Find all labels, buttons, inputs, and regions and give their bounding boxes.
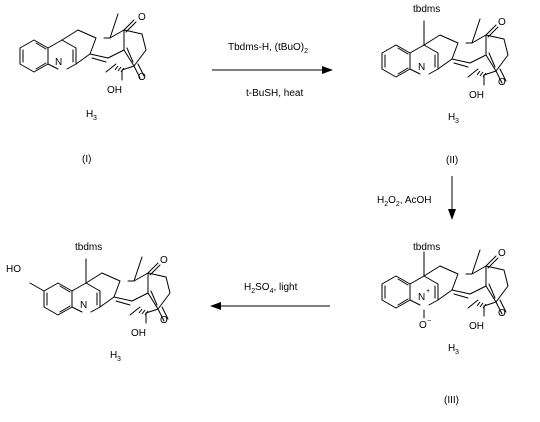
atom-n-ring-ii: N bbox=[418, 62, 425, 73]
atom-n-ring-product: N bbox=[80, 300, 87, 311]
atom-sub-ii: 3 bbox=[455, 118, 459, 125]
arrow-head-1 bbox=[322, 66, 333, 74]
atom-h-i: H bbox=[86, 109, 93, 120]
atom-o-ketone-iii: O bbox=[498, 308, 506, 319]
n-oxide-charge-minus: − bbox=[427, 318, 431, 325]
atom-h-ii: H bbox=[448, 112, 455, 123]
atom-o-ketone-ii: O bbox=[498, 77, 506, 88]
atom-o-carbonyl-i: O bbox=[138, 12, 146, 23]
atom-o-ketone-product: O bbox=[160, 315, 168, 326]
arrow-head-3 bbox=[210, 302, 221, 310]
atom-h-iii: H bbox=[448, 343, 455, 354]
reagent-step2: H2O2, AcOH bbox=[377, 195, 432, 208]
reagent-step1-line2: t-BuSH, heat bbox=[246, 88, 303, 99]
atom-o-ketone-i: O bbox=[138, 72, 146, 83]
tbdms-label-ii: tbdms bbox=[413, 4, 440, 15]
atom-sub-product: 3 bbox=[117, 356, 121, 363]
atom-oh-ii: OH bbox=[469, 90, 484, 101]
atom-o-oxide-iii: O bbox=[419, 320, 427, 331]
compound-iii-structure bbox=[381, 249, 509, 319]
compound-label-iii: (III) bbox=[444, 395, 459, 406]
reagent-step3: H2SO4, light bbox=[244, 282, 298, 295]
atom-h-product: H bbox=[110, 350, 117, 361]
atom-o-carbonyl-iii: O bbox=[498, 248, 506, 259]
atom-ho-product: HO bbox=[6, 264, 21, 275]
reagent-step1-line1: Tbdms-H, (tBuO)2 bbox=[228, 42, 308, 55]
atom-o-carbonyl-product: O bbox=[160, 255, 168, 266]
atom-sub-i: 3 bbox=[93, 115, 97, 122]
atom-oh-i: OH bbox=[107, 85, 122, 96]
arrow-head-2 bbox=[448, 209, 456, 220]
tbdms-label-iii: tbdms bbox=[413, 242, 440, 253]
atom-n-ring-iii: N bbox=[418, 292, 425, 303]
atom-oh-iii: OH bbox=[469, 321, 484, 332]
compound-ii-structure bbox=[381, 18, 509, 86]
atom-n-ring-i: N bbox=[55, 57, 62, 68]
atom-oh-product: OH bbox=[131, 328, 146, 339]
n-oxide-charge-plus: + bbox=[426, 288, 430, 295]
atom-o-carbonyl-ii: O bbox=[498, 17, 506, 28]
compound-i-structure bbox=[19, 13, 147, 81]
compound-label-ii: (II) bbox=[446, 155, 458, 166]
tbdms-label-product: tbdms bbox=[75, 242, 102, 253]
product-structure bbox=[29, 256, 171, 324]
compound-label-i: (I) bbox=[82, 154, 91, 165]
atom-sub-iii: 3 bbox=[455, 349, 459, 356]
